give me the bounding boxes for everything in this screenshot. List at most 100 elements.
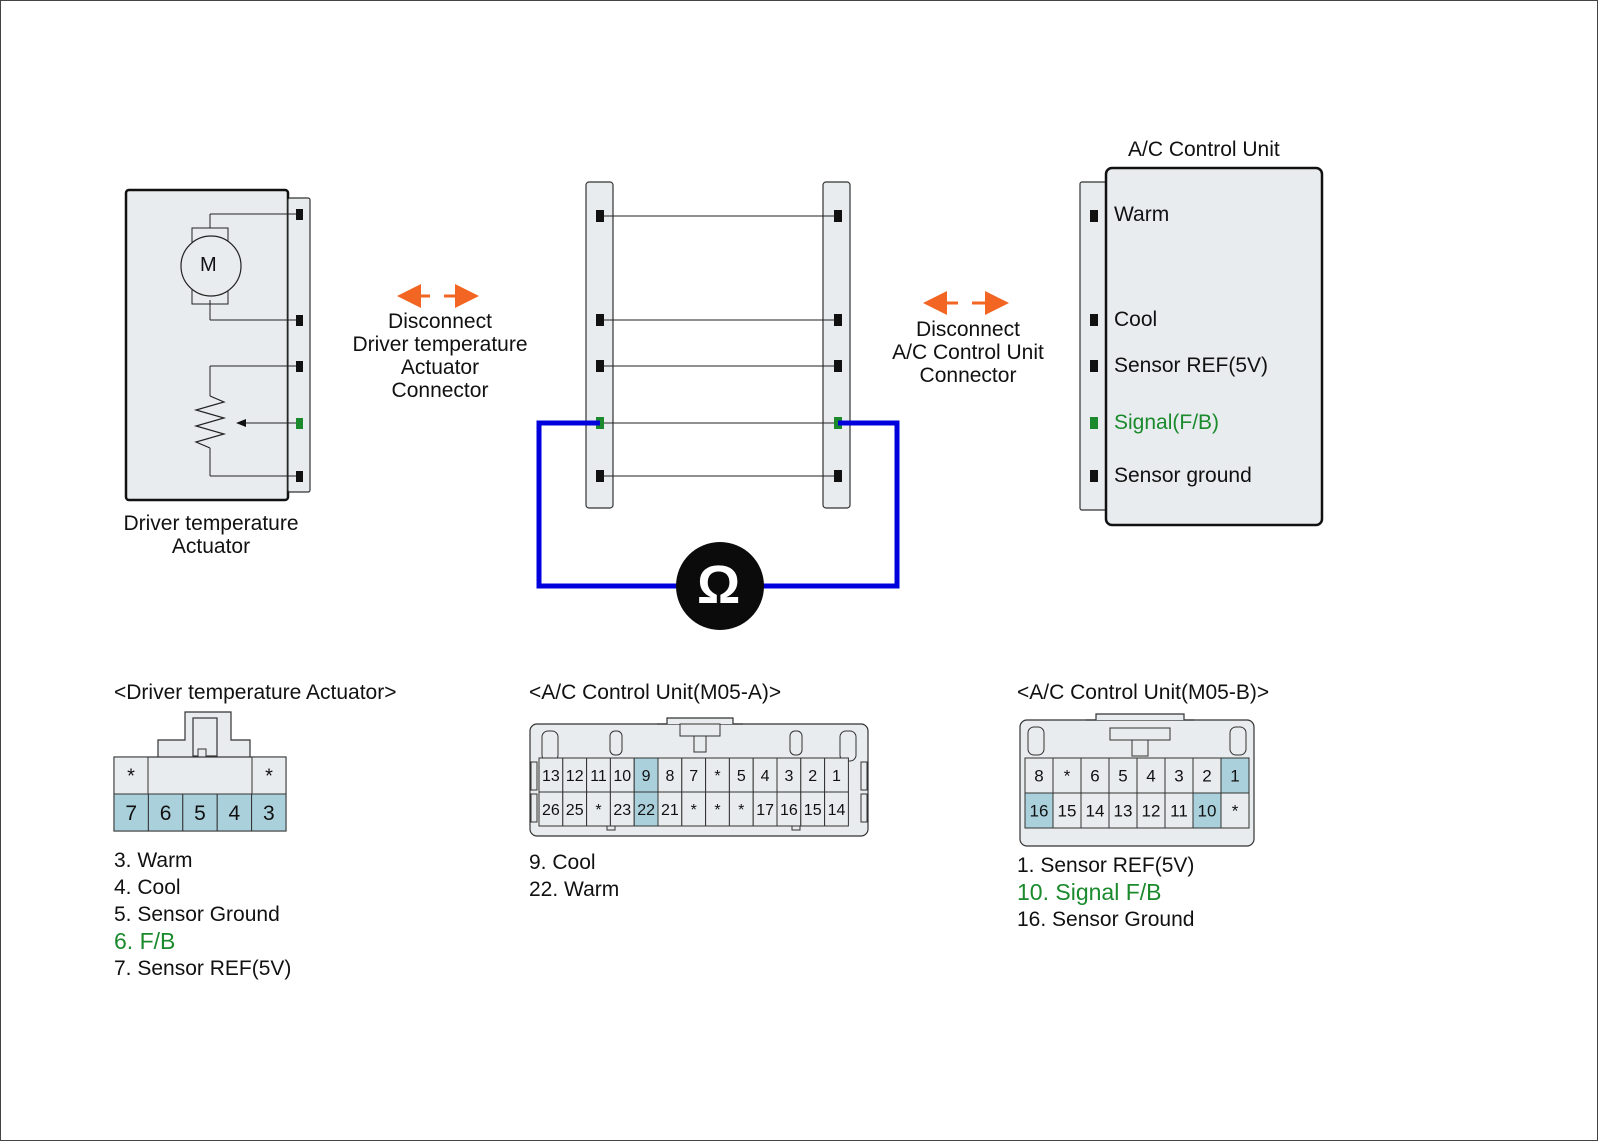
pin-number: 14 — [1086, 802, 1105, 821]
pin-cell — [1192, 757, 1222, 794]
pin-cell — [1164, 792, 1194, 829]
motor-icon — [180, 235, 242, 297]
pin-number: 3 — [263, 802, 275, 825]
pin-number: * — [265, 766, 273, 788]
disconnect-right-line3: Connector — [919, 364, 1017, 387]
pin-number: * — [691, 802, 697, 819]
pin-cell — [1052, 792, 1082, 829]
pin-number: 8 — [665, 768, 674, 785]
pin-number: 8 — [1034, 767, 1043, 786]
pin-number: 2 — [808, 768, 817, 785]
pin-number: 3 — [1174, 767, 1183, 786]
motor-label: M — [200, 254, 217, 276]
connector-m05b-title: <A/C Control Unit(M05-B)> — [1017, 681, 1270, 704]
pin-number: 5 — [194, 802, 206, 825]
pin-number: 17 — [756, 802, 774, 819]
pin-number: * — [1064, 767, 1071, 786]
pin-number: 2 — [1202, 767, 1211, 786]
ohm-symbol: Ω — [697, 555, 741, 615]
pin-cell — [1136, 792, 1166, 829]
disconnect-left-line3: Actuator — [400, 356, 480, 379]
pin-cell — [1080, 757, 1110, 794]
pin-number: 3 — [784, 768, 793, 785]
legend-m05b-item: 16. Sensor Ground — [1017, 908, 1195, 931]
pin-number: 23 — [613, 802, 631, 819]
pin-number: 5 — [737, 768, 746, 785]
pin-cell — [1164, 757, 1194, 794]
pin-number: 12 — [1142, 802, 1161, 821]
legend-actuator-item: 7. Sensor REF(5V) — [114, 957, 292, 980]
pin-number: * — [714, 802, 720, 819]
pin-cell — [1108, 757, 1138, 794]
pin-cell — [251, 793, 287, 832]
connector-m05a-title: <A/C Control Unit(M05-A)> — [529, 681, 782, 704]
disconnect-left-line4: Connector — [391, 379, 489, 402]
legend-m05a: 9. Cool 22. Warm — [529, 849, 619, 903]
actuator-caption-line1: Driver temperature — [123, 512, 299, 535]
pin-number: * — [595, 802, 601, 819]
pin-number: 1 — [1230, 767, 1239, 786]
pin-cell — [1108, 792, 1138, 829]
harness — [585, 181, 851, 509]
pin-number: 9 — [642, 768, 651, 785]
pin-cell — [1024, 792, 1054, 829]
legend-m05b-item-signal: 10. Signal F/B — [1017, 879, 1162, 905]
pin-cell — [1024, 757, 1054, 794]
disconnect-left-line2: Driver temperature — [352, 333, 528, 356]
pin-label-sensor-ref: Sensor REF(5V) — [1114, 354, 1269, 377]
legend-m05b: 1. Sensor REF(5V) 10. Signal F/B 16. Sen… — [1017, 852, 1194, 933]
disconnect-right-line2: A/C Control Unit — [892, 341, 1044, 364]
pin-cell — [147, 793, 184, 832]
pin-number: 21 — [661, 802, 679, 819]
disconnect-control-unit-label: Disconnect A/C Control Unit Connector — [870, 318, 1066, 387]
pin-cell — [1220, 757, 1250, 794]
ohmmeter-leads — [536, 420, 900, 589]
control-unit-title: A/C Control Unit — [1128, 138, 1280, 161]
pin-number: 25 — [566, 802, 584, 819]
pin-number: * — [1232, 802, 1239, 821]
pin-number: 7 — [125, 802, 137, 825]
ohmmeter-icon — [676, 542, 764, 630]
actuator-caption-line2: Actuator — [171, 535, 251, 558]
legend-actuator-item: 5. Sensor Ground — [114, 903, 280, 926]
pin-number: 4 — [1146, 767, 1155, 786]
pin-cell — [1220, 792, 1250, 829]
pin-label-sensor-ground: Sensor ground — [1114, 464, 1252, 487]
disconnect-right-line1: Disconnect — [916, 318, 1020, 341]
pin-number: 16 — [1030, 802, 1049, 821]
pin-number: 10 — [1198, 802, 1217, 821]
pin-number: 26 — [542, 802, 560, 819]
pin-number: 7 — [689, 768, 698, 785]
pin-number: 13 — [542, 768, 560, 785]
pin-number: 4 — [229, 802, 241, 825]
pin-number: 5 — [1118, 767, 1127, 786]
pin-number: 22 — [637, 802, 655, 819]
pin-number: 15 — [804, 802, 822, 819]
pin-number: 10 — [613, 768, 631, 785]
pin-label-signal: Signal(F/B) — [1114, 411, 1220, 434]
actuator-caption: Driver temperature Actuator — [96, 512, 326, 558]
pin-number: * — [738, 802, 744, 819]
pin-cell — [1080, 792, 1110, 829]
disconnect-actuator-label: Disconnect Driver temperature Actuator C… — [340, 310, 540, 402]
legend-m05b-item: 1. Sensor REF(5V) — [1017, 854, 1195, 877]
pin-number: * — [127, 766, 135, 788]
legend-m05a-item: 9. Cool — [529, 851, 596, 874]
disconnect-left-line1: Disconnect — [388, 310, 492, 333]
legend-actuator-item-signal: 6. F/B — [114, 928, 176, 954]
pin-cell — [824, 791, 849, 827]
pin-number: 13 — [1114, 802, 1133, 821]
pin-label-warm: Warm — [1114, 203, 1170, 226]
pin-number: 16 — [780, 802, 798, 819]
actuator-body — [124, 188, 311, 502]
legend-actuator: 3. Warm 4. Cool 5. Sensor Ground 6. F/B … — [114, 847, 291, 982]
pin-number: 6 — [160, 802, 172, 825]
legend-m05a-item: 22. Warm — [529, 878, 620, 901]
pin-number: 14 — [828, 802, 846, 819]
pin-number: 11 — [590, 768, 607, 785]
